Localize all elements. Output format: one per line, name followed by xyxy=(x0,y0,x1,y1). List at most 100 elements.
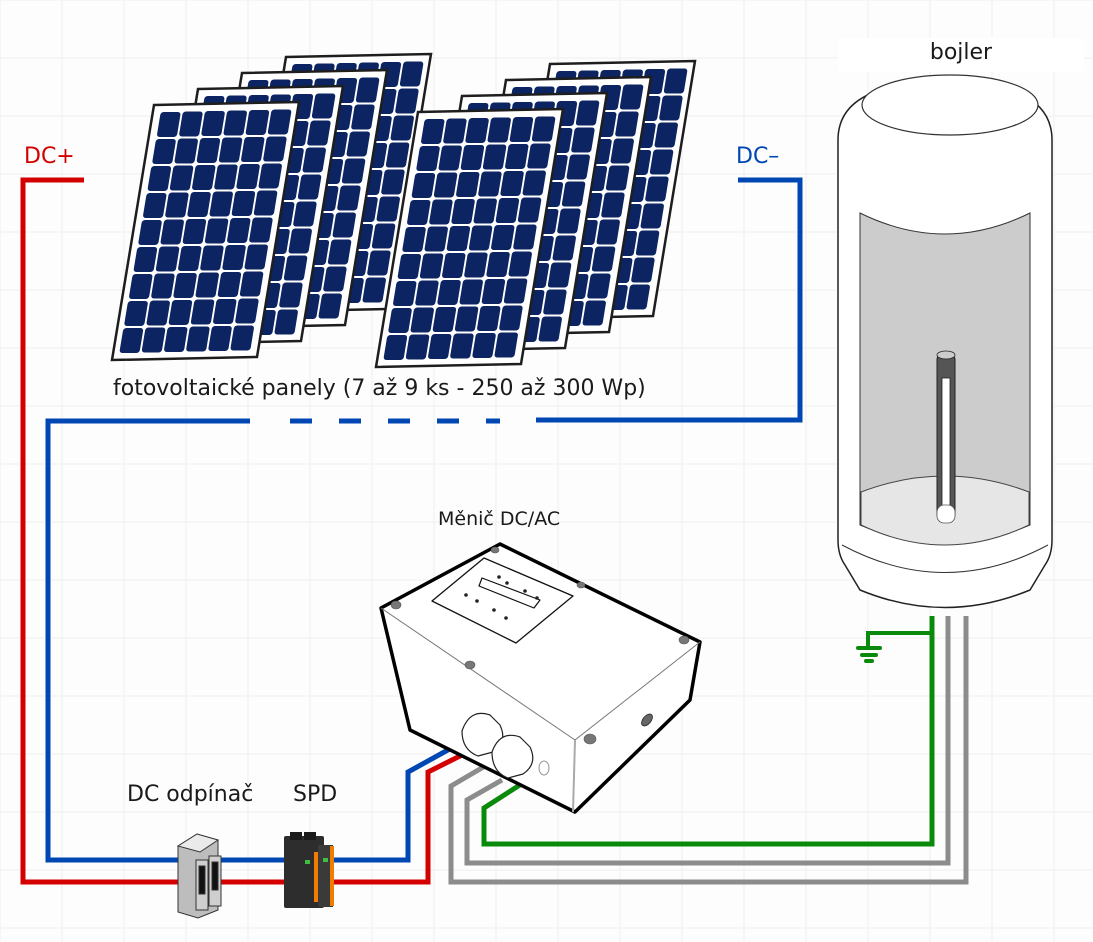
solar-cell xyxy=(318,293,342,319)
solar-cell xyxy=(495,198,520,223)
solar-cell xyxy=(645,176,669,202)
solar-cell xyxy=(482,144,507,170)
solar-cell xyxy=(605,165,630,191)
solar-cell xyxy=(327,239,352,265)
solar-cell xyxy=(635,230,660,256)
wire-dc-minus-top xyxy=(536,177,803,423)
solar-cell xyxy=(179,111,203,137)
solar-cell xyxy=(258,163,282,189)
solar-cell xyxy=(186,326,210,352)
solar-cell xyxy=(405,334,430,360)
solar-cell xyxy=(173,273,197,298)
solar-cell xyxy=(362,277,386,303)
solar-cell xyxy=(591,246,616,272)
solar-cell xyxy=(141,327,166,353)
solar-cell xyxy=(147,166,172,191)
wires xyxy=(20,177,969,885)
solar-cell xyxy=(513,224,537,250)
solar-cell xyxy=(473,198,497,224)
solar-cell xyxy=(393,281,417,306)
solar-cell xyxy=(626,284,650,310)
dc-plus-label: DC+ xyxy=(24,144,75,169)
solar-cell xyxy=(415,280,439,306)
boiler-bottom-band xyxy=(841,544,1049,573)
solar-cell xyxy=(503,278,528,304)
solar-cell xyxy=(454,306,479,332)
solar-cell xyxy=(190,299,215,325)
solar-cell xyxy=(397,254,422,279)
cable-gland-ac xyxy=(491,734,534,779)
solar-cell xyxy=(283,255,308,281)
cable-gland-pe xyxy=(538,760,550,776)
solar-cell xyxy=(337,185,361,211)
solar-cell xyxy=(249,217,273,243)
inverter-screws xyxy=(390,546,690,745)
solar-cell xyxy=(527,143,551,169)
wire-ac-line-2 xyxy=(464,616,951,866)
solar-cell xyxy=(244,244,268,270)
solar-cell xyxy=(543,289,567,315)
solar-cell xyxy=(566,154,590,180)
solar-cell xyxy=(223,110,247,136)
solar-cell xyxy=(486,252,510,277)
solar-cell xyxy=(174,138,198,164)
solar-cell xyxy=(654,122,678,148)
boiler-top-cap xyxy=(861,74,1039,136)
solar-cell xyxy=(472,333,496,358)
solar-cell xyxy=(499,305,523,331)
solar-cell xyxy=(547,262,572,288)
solar-cell xyxy=(582,300,606,326)
solar-cell xyxy=(428,334,452,359)
solar-cell xyxy=(253,190,278,216)
solar-panel-stack-left xyxy=(110,52,433,362)
solar-cell xyxy=(522,170,546,196)
solar-cell xyxy=(385,142,410,168)
solar-cell xyxy=(531,116,556,142)
solar-cell xyxy=(146,300,170,326)
solar-cell xyxy=(465,118,489,143)
solar-cell xyxy=(509,117,534,142)
solar-cell xyxy=(164,327,188,352)
solar-cell xyxy=(491,225,515,250)
solar-cell xyxy=(619,84,644,110)
solar-cell xyxy=(119,328,144,353)
solar-cell xyxy=(561,181,586,207)
solar-cell xyxy=(230,325,254,351)
solar-cell xyxy=(500,171,524,196)
solar-cell xyxy=(571,127,595,153)
solar-cell xyxy=(478,171,502,197)
solar-cell xyxy=(477,306,501,331)
inverter-port xyxy=(641,713,653,727)
solar-cell xyxy=(214,164,238,190)
solar-panel-stack-right xyxy=(374,59,697,369)
solar-cell xyxy=(235,298,259,324)
solar-cell xyxy=(615,111,639,137)
dc-switch xyxy=(176,833,222,919)
solar-cell xyxy=(388,308,412,333)
solar-cell xyxy=(575,100,600,126)
solar-panel xyxy=(110,100,301,362)
solar-cell xyxy=(460,145,485,170)
solar-cell xyxy=(267,109,292,135)
heating-element-base xyxy=(936,504,956,524)
inverter-corner-edge xyxy=(572,739,576,813)
solar-cell xyxy=(169,165,194,191)
spd-label: SPD xyxy=(293,782,338,807)
solar-cell xyxy=(446,226,471,251)
solar-cell xyxy=(213,299,237,324)
solar-cell xyxy=(239,271,264,297)
solar-cell xyxy=(217,272,242,297)
solar-cell xyxy=(195,272,219,298)
solar-cell xyxy=(433,172,458,198)
solar-cell xyxy=(124,301,148,326)
wire-pe-ground xyxy=(866,631,932,648)
solar-cell xyxy=(421,119,445,144)
solar-cell xyxy=(517,197,542,223)
solar-cell xyxy=(236,164,260,189)
solar-cell xyxy=(538,316,562,342)
solar-cell xyxy=(231,191,256,216)
solar-cell xyxy=(381,169,405,195)
wire-pe xyxy=(481,616,935,847)
solar-cell xyxy=(557,208,581,234)
